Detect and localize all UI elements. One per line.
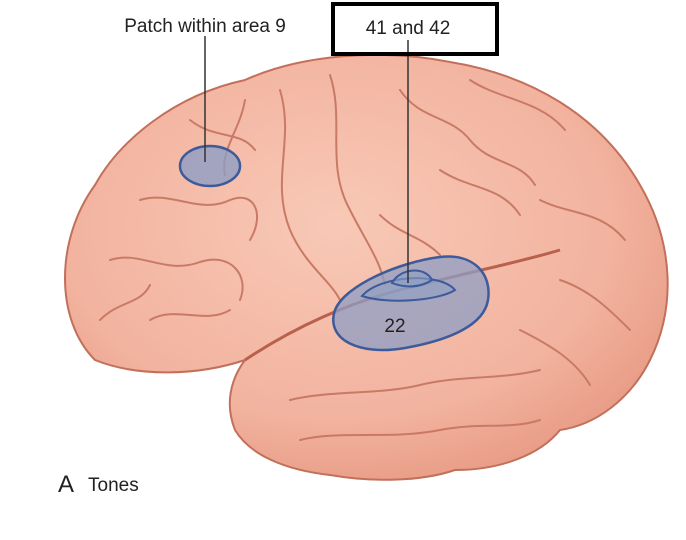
area-22-region — [332, 255, 490, 352]
brain-outline — [64, 53, 669, 481]
area-9-patch — [178, 144, 242, 188]
label-patch-area-9: Patch within area 9 — [124, 16, 286, 37]
panel-letter: A — [58, 471, 74, 498]
area-41-arc — [390, 269, 434, 288]
area-42-arc — [360, 277, 457, 302]
highlight-box-41-42 — [331, 2, 499, 56]
panel-title: Tones — [88, 475, 139, 496]
brain-gyri — [99, 74, 631, 441]
label-41-42: 41 and 42 — [366, 18, 451, 39]
label-area-22: 22 — [384, 316, 405, 337]
